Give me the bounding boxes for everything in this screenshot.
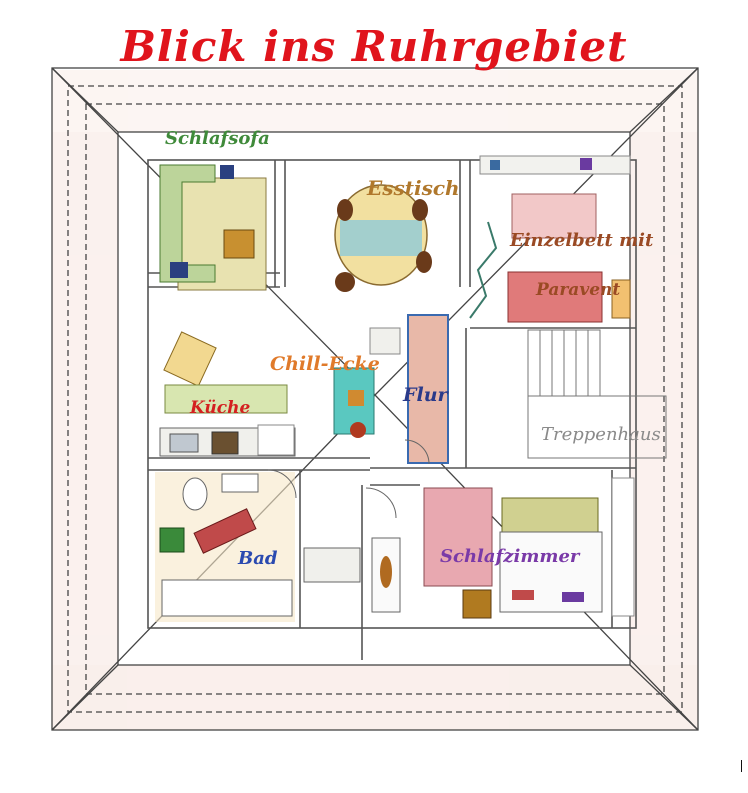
roof-outline [51,67,699,731]
dining-table [334,184,432,292]
room-label-kueche: Küche [190,398,251,418]
bathroom [155,472,361,622]
kitchen [159,331,296,457]
room-label-schlafsofa: Schlafsofa [165,128,270,149]
plan-title: Blick ins Ruhrgebiet [120,22,628,71]
chill-corner [333,327,401,438]
text-cursor [741,760,742,772]
room-label-treppenhaus: Treppenhaus [541,424,661,445]
staircase [527,329,667,459]
room-label-flur: Flur [403,384,448,406]
door-swings [267,439,430,519]
room-label-bad: Bad [238,548,278,569]
bedroom [371,477,635,619]
hallway-rug [407,314,449,464]
room-label-schlafzimmer: Schlafzimmer [440,546,580,567]
room-label-einzelbett-line1: Einzelbett mit [510,230,654,251]
room-label-chill-ecke: Chill-Ecke [270,353,380,375]
room-label-einzelbett-line2: Paravent [536,280,621,300]
room-label-esstisch: Esstisch [367,176,460,200]
paravent [469,221,498,319]
single-bed [479,155,631,323]
sofa [159,164,267,291]
